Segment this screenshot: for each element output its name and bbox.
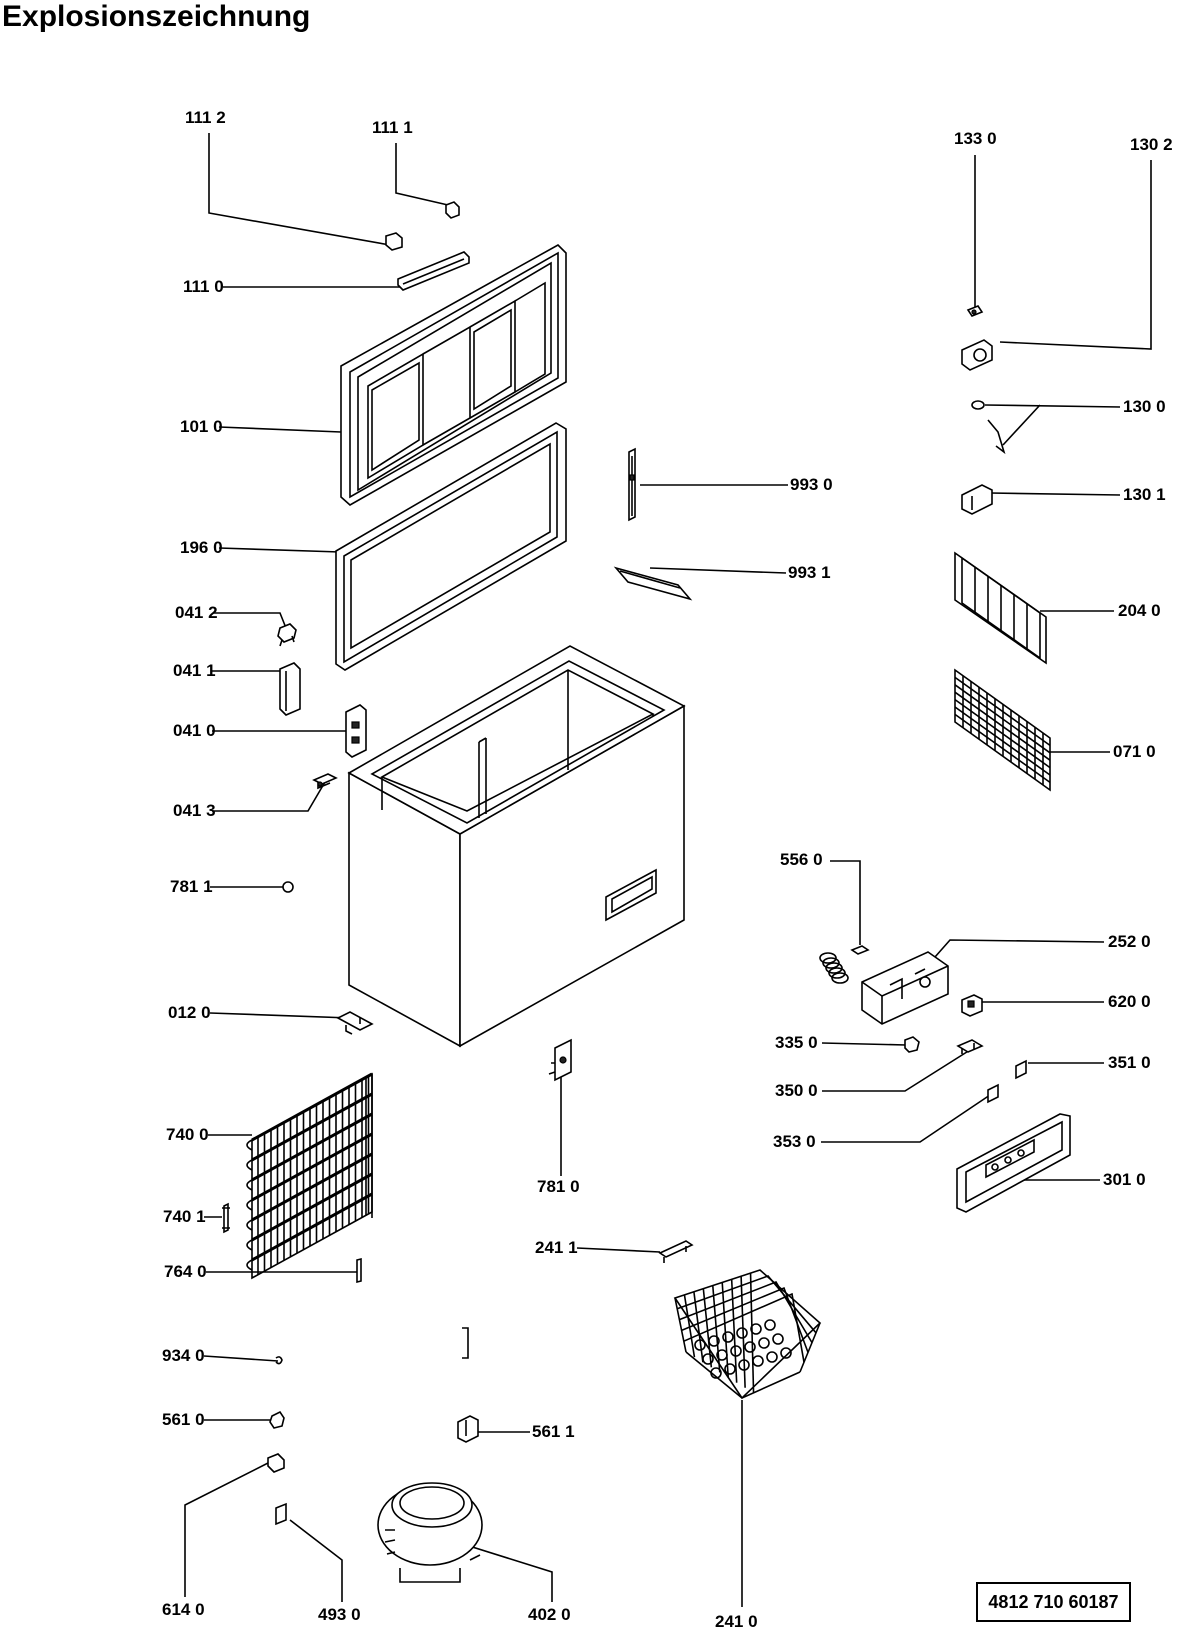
label-241-1: 241 1 <box>535 1238 578 1257</box>
relay-561-1 <box>457 1415 479 1443</box>
label-353-0: 353 0 <box>773 1132 816 1151</box>
foot-bracket-012-0 <box>336 1011 374 1035</box>
document-number: 4812 710 60187 <box>988 1592 1119 1612</box>
thermostat-781-0 <box>548 1038 572 1082</box>
label-351-0: 351 0 <box>1108 1053 1151 1072</box>
switch-350-0 <box>956 1039 984 1054</box>
label-130-0: 130 0 <box>1123 397 1166 416</box>
plug-781-1 <box>282 881 294 893</box>
cabinet <box>347 645 686 1048</box>
lamp-130-0 <box>971 400 1006 455</box>
hinge-clip-041-2 <box>277 623 297 647</box>
label-993-1: 993 1 <box>788 563 831 582</box>
indicator-351-0 <box>1015 1059 1027 1080</box>
light-cover-993-1 <box>613 566 693 601</box>
label-071-0: 071 0 <box>1113 742 1156 761</box>
label-614-0: 614 0 <box>162 1600 205 1619</box>
label-561-1: 561 1 <box>532 1422 575 1441</box>
knob-620-0 <box>961 994 983 1017</box>
part-561-0 <box>269 1410 285 1429</box>
label-740-0: 740 0 <box>166 1125 209 1144</box>
evaporator-plate-204-0 <box>954 551 1047 665</box>
label-740-1: 740 1 <box>163 1207 206 1226</box>
label-012-0: 012 0 <box>168 1003 211 1022</box>
condenser-740-0 <box>246 1072 373 1280</box>
label-041-3: 041 3 <box>173 801 216 820</box>
label-350-0: 350 0 <box>775 1081 818 1100</box>
label-764-0: 764 0 <box>164 1262 207 1281</box>
label-335-0: 335 0 <box>775 1033 818 1052</box>
hinge-bracket-041-3 <box>312 773 338 790</box>
control-box-252-0 <box>861 951 949 1025</box>
label-041-0: 041 0 <box>173 721 216 740</box>
hinge-cover-041-1 <box>279 662 301 716</box>
label-781-1: 781 1 <box>170 877 213 896</box>
back-grille-071-0 <box>954 668 1051 792</box>
page-title: Explosionszeichnung <box>2 0 311 33</box>
bracket-small <box>462 1327 469 1359</box>
basket-handle-241-1 <box>658 1240 694 1263</box>
lamp-335-0 <box>904 1036 920 1053</box>
lamp-holder-133-0 <box>966 305 984 317</box>
basket-241-0 <box>673 1269 822 1400</box>
compressor-402-0 <box>377 1482 483 1583</box>
label-111-1: 111 1 <box>372 118 413 137</box>
label-204-0: 204 0 <box>1118 601 1161 620</box>
label-934-0: 934 0 <box>162 1346 205 1365</box>
control-panel-301-0 <box>956 1113 1071 1213</box>
indicator-353-0 <box>987 1083 999 1104</box>
lid-handle-111-0 <box>397 251 470 291</box>
label-130-1: 130 1 <box>1123 485 1166 504</box>
label-561-0: 561 0 <box>162 1410 205 1429</box>
label-402-0: 402 0 <box>528 1605 571 1624</box>
label-252-0: 252 0 <box>1108 932 1151 951</box>
part-934-0 <box>275 1356 283 1365</box>
light-switch-993-0 <box>628 447 636 522</box>
lamp-cover-130-1 <box>961 484 993 515</box>
label-130-2: 130 2 <box>1130 135 1173 154</box>
leader-lines <box>184 133 1152 1607</box>
label-111-0: 111 0 <box>183 277 224 296</box>
label-196-0: 196 0 <box>180 538 223 557</box>
lid-handle-cap-111-2 <box>385 232 403 251</box>
spring-556-0 <box>819 945 870 984</box>
label-111-2: 111 2 <box>185 108 226 127</box>
label-301-0: 301 0 <box>1103 1170 1146 1189</box>
label-041-1: 041 1 <box>173 661 216 680</box>
label-041-2: 041 2 <box>175 603 218 622</box>
lid-101-0 <box>340 244 567 506</box>
document-number-box: 4812 710 60187 <box>976 1582 1131 1622</box>
clip-740-1 <box>222 1202 230 1234</box>
label-620-0: 620 0 <box>1108 992 1151 1011</box>
lid-gasket-196-0 <box>335 422 567 671</box>
label-101-0: 101 0 <box>180 417 223 436</box>
drain-pin-764-0 <box>356 1257 362 1284</box>
label-556-0: 556 0 <box>780 850 823 869</box>
label-781-0: 781 0 <box>537 1177 580 1196</box>
part-614-0 <box>267 1453 285 1473</box>
lid-handle-cap-111-1 <box>445 201 460 219</box>
label-241-0: 241 0 <box>715 1612 758 1631</box>
label-133-0: 133 0 <box>954 129 997 148</box>
label-993-0: 993 0 <box>790 475 833 494</box>
part-493-0 <box>275 1502 287 1526</box>
hinge-041-0 <box>345 704 367 758</box>
lamp-socket-130-2 <box>961 339 993 371</box>
label-493-0: 493 0 <box>318 1605 361 1624</box>
